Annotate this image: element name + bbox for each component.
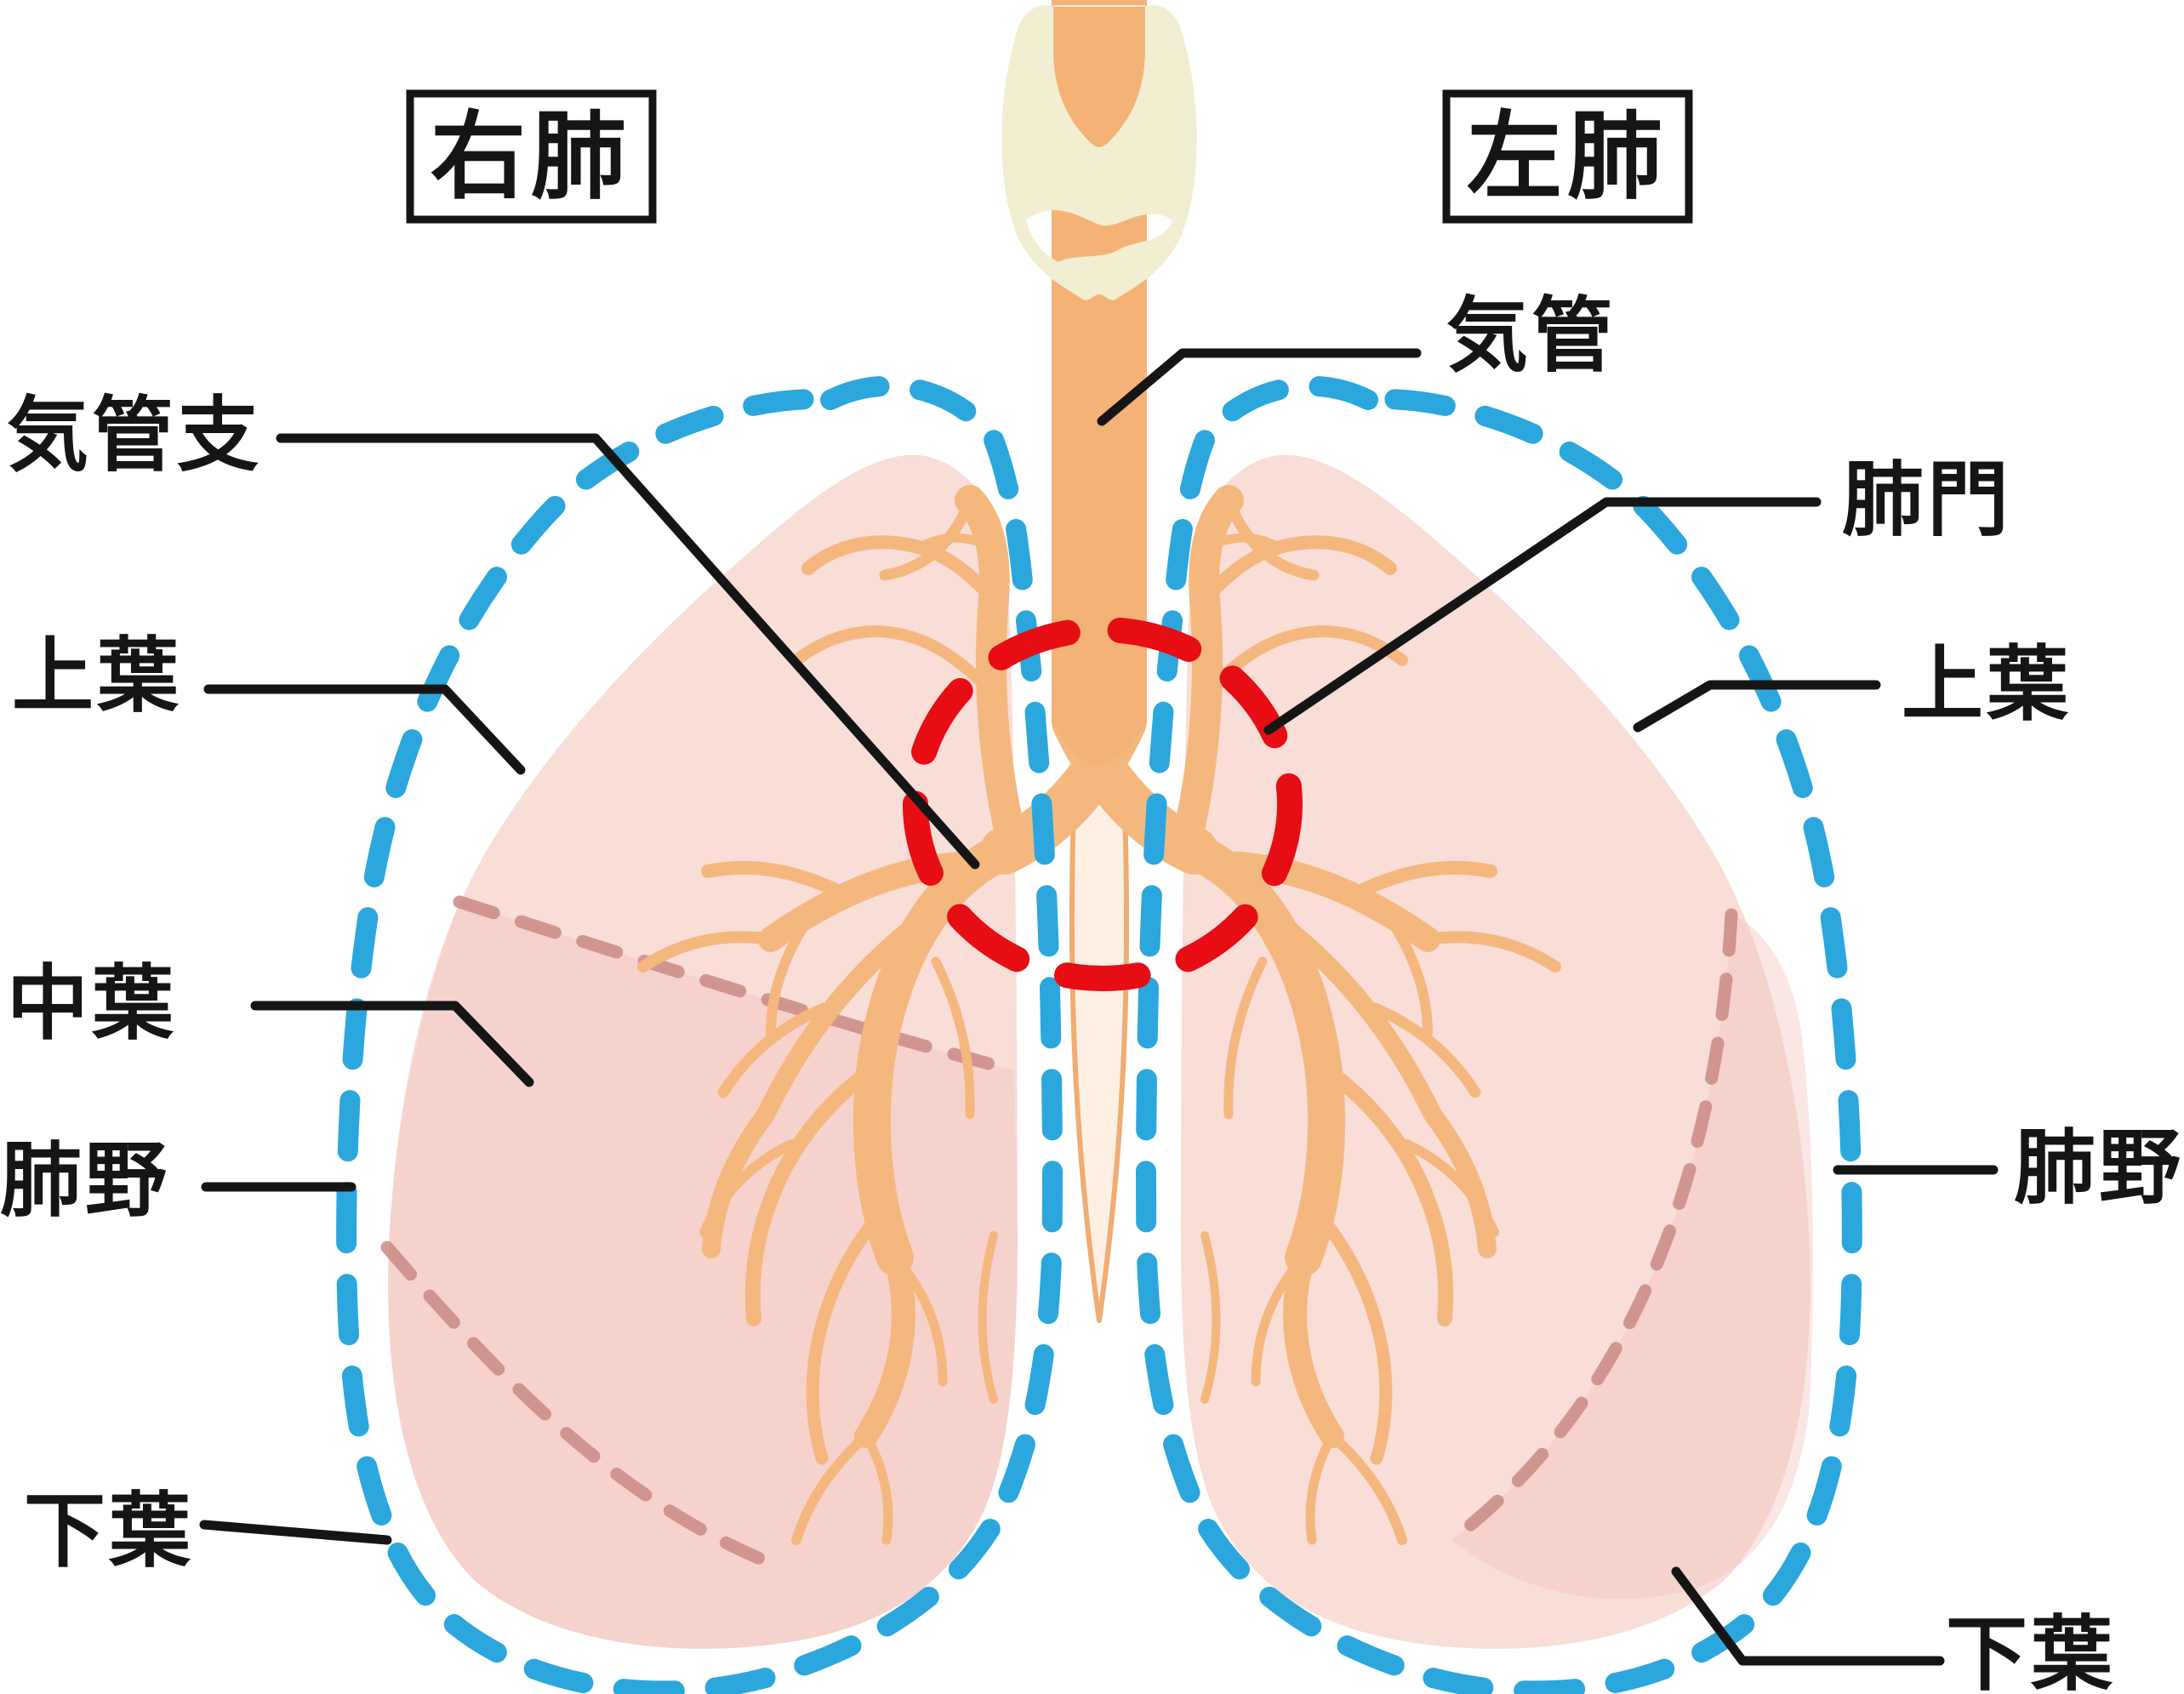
right-lung-oblique-fissure (380, 1241, 775, 1569)
left-lung-lower-shade (1451, 915, 1813, 1600)
esophagus (1069, 806, 1130, 1323)
upper-lobe-left-leader-line (203, 684, 526, 775)
upper-lobe-left-label: 上葉 (12, 631, 182, 722)
left-lung-title-box (1442, 89, 1693, 224)
trachea-leader-line (1097, 348, 1422, 426)
left-lung-title-label: 左肺 (1467, 104, 1668, 210)
lung-field-right-label: 肺野 (2014, 1123, 2184, 1214)
left-lung-title: 左肺 (1442, 89, 1693, 224)
lower-lobe-right-label: 下葉 (1946, 1610, 2116, 1694)
right-lung-title-box (406, 89, 657, 224)
left-lung-oblique-fissure (1445, 908, 1738, 1547)
lower-lobe-left-label: 下葉 (24, 1486, 194, 1577)
upper-lobe-right-leader-line (1633, 680, 1881, 733)
larynx-cartilage (1001, 5, 1197, 300)
trachea-label: 気管 (1446, 291, 1617, 382)
bronchus-leader-line (276, 433, 980, 870)
hilum-label: 肺門 (1842, 455, 2012, 546)
middle-lobe-leader-line (250, 1001, 534, 1087)
lung-field-left-label: 肺野 (0, 1136, 170, 1227)
leader-lines (199, 348, 1999, 1666)
hilum-leader-line (1263, 497, 1822, 735)
middle-lobe-label: 中葉 (7, 959, 177, 1050)
right-lung-title-label: 右肺 (431, 104, 631, 210)
lower-lobe-right-leader-line (1671, 1566, 1945, 1666)
right-lung-minor-fissure (453, 895, 1021, 1077)
upper-lobe-right-label: 上葉 (1902, 640, 2072, 731)
lower-lobe-left-leader-line (199, 1520, 392, 1545)
bronchus-label: 気管支 (7, 391, 262, 482)
right-lung-title: 右肺 (406, 89, 657, 224)
